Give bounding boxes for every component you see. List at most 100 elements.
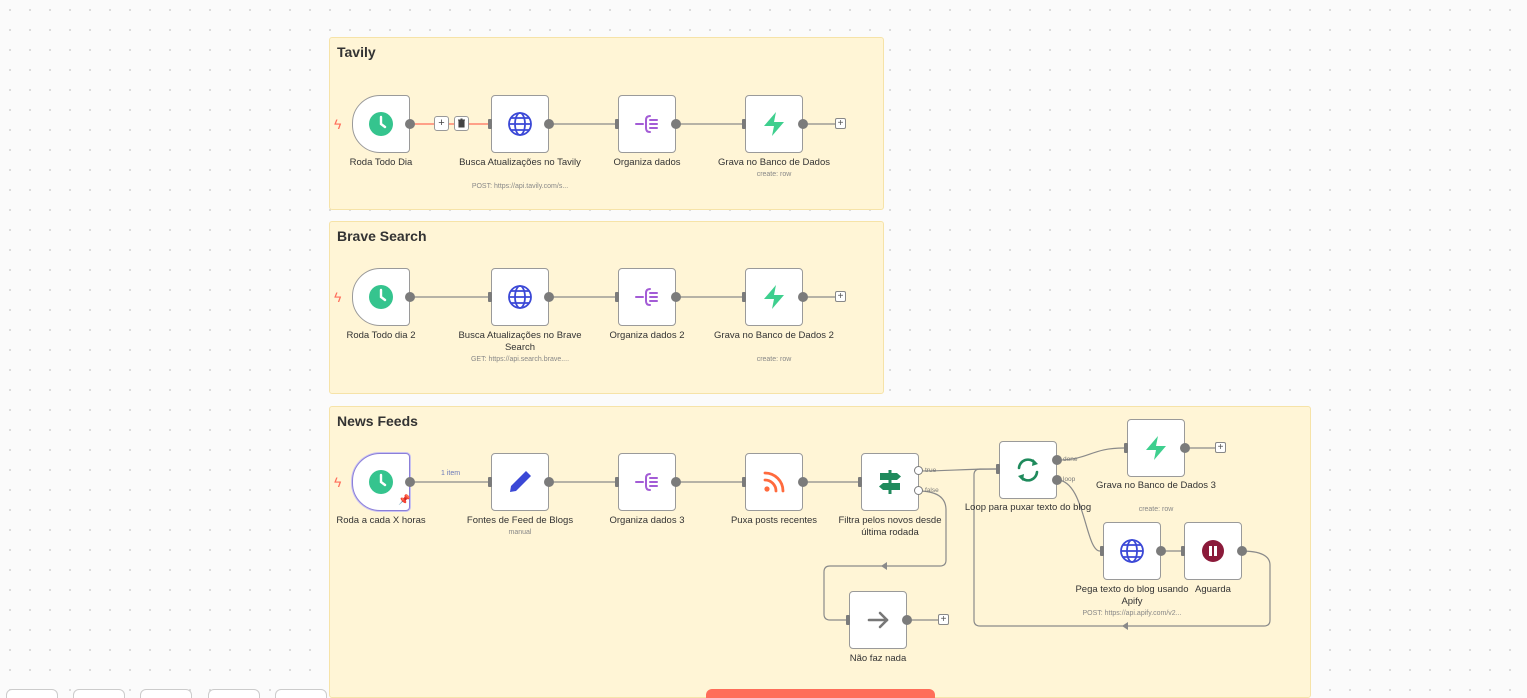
node-organiza-dados[interactable] [618, 95, 676, 153]
supabase-bolt-icon [764, 285, 784, 309]
node-label: Roda Todo dia 2 [346, 330, 416, 341]
output-handle[interactable] [1180, 443, 1190, 453]
add-node-button[interactable]: + [938, 614, 949, 625]
node-organiza-dados-3[interactable] [618, 453, 676, 511]
trigger-bolt-icon: ϟ [334, 116, 342, 132]
sticky-title: Tavily [337, 44, 376, 60]
node-roda-todo-dia[interactable] [352, 95, 410, 153]
input-handle[interactable] [858, 477, 862, 487]
input-handle[interactable] [996, 464, 1000, 474]
node-subtitle: POST: https://api.tavily.com/s... [471, 183, 569, 190]
output-handle-done[interactable] [1052, 455, 1062, 465]
output-handle-loop[interactable] [1052, 475, 1062, 485]
globe-icon [508, 285, 532, 309]
rss-icon [763, 471, 785, 493]
branch-label-true: true [925, 467, 937, 474]
node-label: Aguarda [1195, 584, 1231, 595]
node-busca-brave[interactable] [491, 268, 549, 326]
split-out-icon [635, 473, 658, 491]
pause-icon [1202, 540, 1224, 562]
split-out-icon [635, 288, 658, 306]
execute-workflow-button[interactable] [706, 689, 935, 698]
output-handle[interactable] [1156, 546, 1166, 556]
node-label: Pega texto do blog usando Apify [1075, 584, 1189, 607]
node-label: Não faz nada [849, 653, 907, 664]
output-handle[interactable] [671, 292, 681, 302]
zoom-in-button[interactable] [73, 689, 125, 698]
node-subtitle: manual [508, 529, 532, 536]
zoom-to-fit-button[interactable] [6, 689, 58, 698]
node-filtra-novos[interactable] [861, 453, 919, 511]
trigger-bolt-icon: ϟ [334, 289, 342, 305]
node-grava-banco[interactable] [745, 95, 803, 153]
output-handle[interactable] [544, 119, 554, 129]
arrow-right-icon [867, 611, 889, 629]
node-organiza-dados-2[interactable] [618, 268, 676, 326]
clock-icon [369, 470, 393, 494]
output-handle[interactable] [544, 477, 554, 487]
delete-connection-button[interactable] [454, 116, 469, 131]
node-loop-blog[interactable] [999, 441, 1057, 499]
loop-icon [1017, 458, 1039, 482]
tidy-up-button[interactable] [275, 689, 327, 698]
node-label: Organiza dados [613, 157, 681, 168]
node-aguarda[interactable] [1184, 522, 1242, 580]
input-handle[interactable] [488, 119, 492, 129]
node-roda-todo-dia-2[interactable] [352, 268, 410, 326]
sticky-title: News Feeds [337, 413, 418, 429]
output-handle[interactable] [544, 292, 554, 302]
node-fontes-feed[interactable] [491, 453, 549, 511]
add-node-button[interactable]: + [835, 291, 846, 302]
branch-label-done: done [1063, 456, 1078, 463]
node-label: Busca Atualizações no Brave Search [458, 330, 582, 353]
add-connection-node-button[interactable]: + [434, 116, 449, 131]
node-label: Busca Atualizações no Tavily [459, 157, 581, 168]
input-handle[interactable] [615, 477, 619, 487]
input-handle[interactable] [846, 615, 850, 625]
input-handle[interactable] [742, 119, 746, 129]
output-handle-true[interactable] [914, 466, 923, 475]
output-handle[interactable] [405, 292, 415, 302]
output-handle[interactable] [671, 477, 681, 487]
input-handle[interactable] [1181, 546, 1185, 556]
input-handle[interactable] [1124, 443, 1128, 453]
output-handle[interactable] [798, 119, 808, 129]
input-handle[interactable] [615, 119, 619, 129]
reset-zoom-button[interactable] [208, 689, 260, 698]
trigger-bolt-icon: ϟ [334, 474, 342, 490]
input-handle[interactable] [615, 292, 619, 302]
input-handle[interactable] [488, 477, 492, 487]
input-handle[interactable] [488, 292, 492, 302]
input-handle[interactable] [1100, 546, 1104, 556]
node-label: Filtra pelos novos desde última rodada [838, 515, 942, 538]
node-nao-faz-nada[interactable] [849, 591, 907, 649]
output-handle[interactable] [902, 615, 912, 625]
node-busca-tavily[interactable] [491, 95, 549, 153]
node-grava-banco-3[interactable] [1127, 419, 1185, 477]
output-handle[interactable] [405, 477, 415, 487]
node-label: Roda a cada X horas [336, 515, 426, 526]
output-handle[interactable] [671, 119, 681, 129]
zoom-out-button[interactable] [140, 689, 192, 698]
input-handle[interactable] [742, 477, 746, 487]
node-label: Grava no Banco de Dados 3 [1096, 480, 1216, 491]
add-node-button[interactable]: + [1215, 442, 1226, 453]
input-handle[interactable] [742, 292, 746, 302]
node-label: Fontes de Feed de Blogs [466, 515, 574, 526]
node-label: Grava no Banco de Dados 2 [714, 330, 834, 341]
node-label: Organiza dados 2 [609, 330, 685, 341]
output-handle[interactable] [798, 292, 808, 302]
supabase-bolt-icon [1146, 436, 1166, 460]
output-handle[interactable] [405, 119, 415, 129]
output-handle[interactable] [1237, 546, 1247, 556]
supabase-bolt-icon [764, 112, 784, 136]
output-handle[interactable] [798, 477, 808, 487]
output-handle-false[interactable] [914, 486, 923, 495]
node-grava-banco-2[interactable] [745, 268, 803, 326]
node-pega-texto[interactable] [1103, 522, 1161, 580]
clock-icon [369, 112, 393, 136]
pin-icon: 📌 [398, 495, 411, 506]
node-label: Loop para puxar texto do blog [964, 502, 1092, 513]
node-puxa-posts[interactable] [745, 453, 803, 511]
add-node-button[interactable]: + [835, 118, 846, 129]
